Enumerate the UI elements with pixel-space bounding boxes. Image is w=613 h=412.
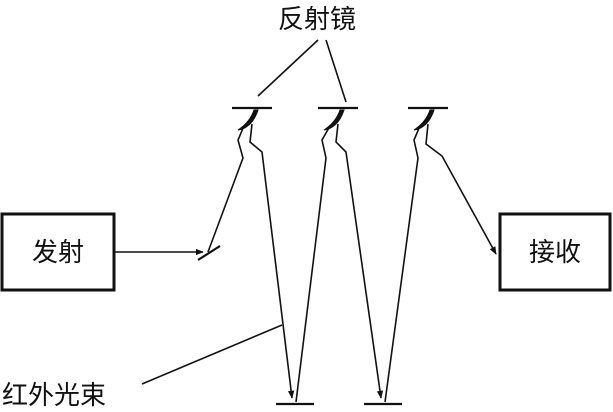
mirror-leader-right xyxy=(325,39,347,103)
mirror-2-reflector xyxy=(323,109,345,131)
mirror-3-reflector xyxy=(413,109,435,131)
transmitter-label: 发射 xyxy=(32,238,84,268)
infrared-beam-leader xyxy=(141,324,283,385)
receiver: 接收 xyxy=(498,212,612,292)
mirror-1 xyxy=(232,106,272,131)
beam-down-1 xyxy=(249,123,295,399)
mirror-2 xyxy=(318,106,358,131)
deflector-mirror xyxy=(197,245,221,261)
mirror-3 xyxy=(408,106,448,131)
receiver-label: 接收 xyxy=(529,238,581,268)
beam-up-1 xyxy=(207,125,245,253)
transmitter: 发射 xyxy=(0,212,116,292)
mirrors-label: 反射镜 xyxy=(278,5,356,35)
beam-up-3 xyxy=(384,125,421,403)
mirror-leader-left xyxy=(257,39,319,97)
beam-up-2 xyxy=(295,125,331,403)
beam-to-receiver xyxy=(425,123,497,255)
mirror-1-reflector xyxy=(237,109,259,131)
beam-down-2 xyxy=(335,123,384,399)
receiver-box xyxy=(498,212,612,292)
infrared-beam-label: 红外光束 xyxy=(2,381,106,411)
